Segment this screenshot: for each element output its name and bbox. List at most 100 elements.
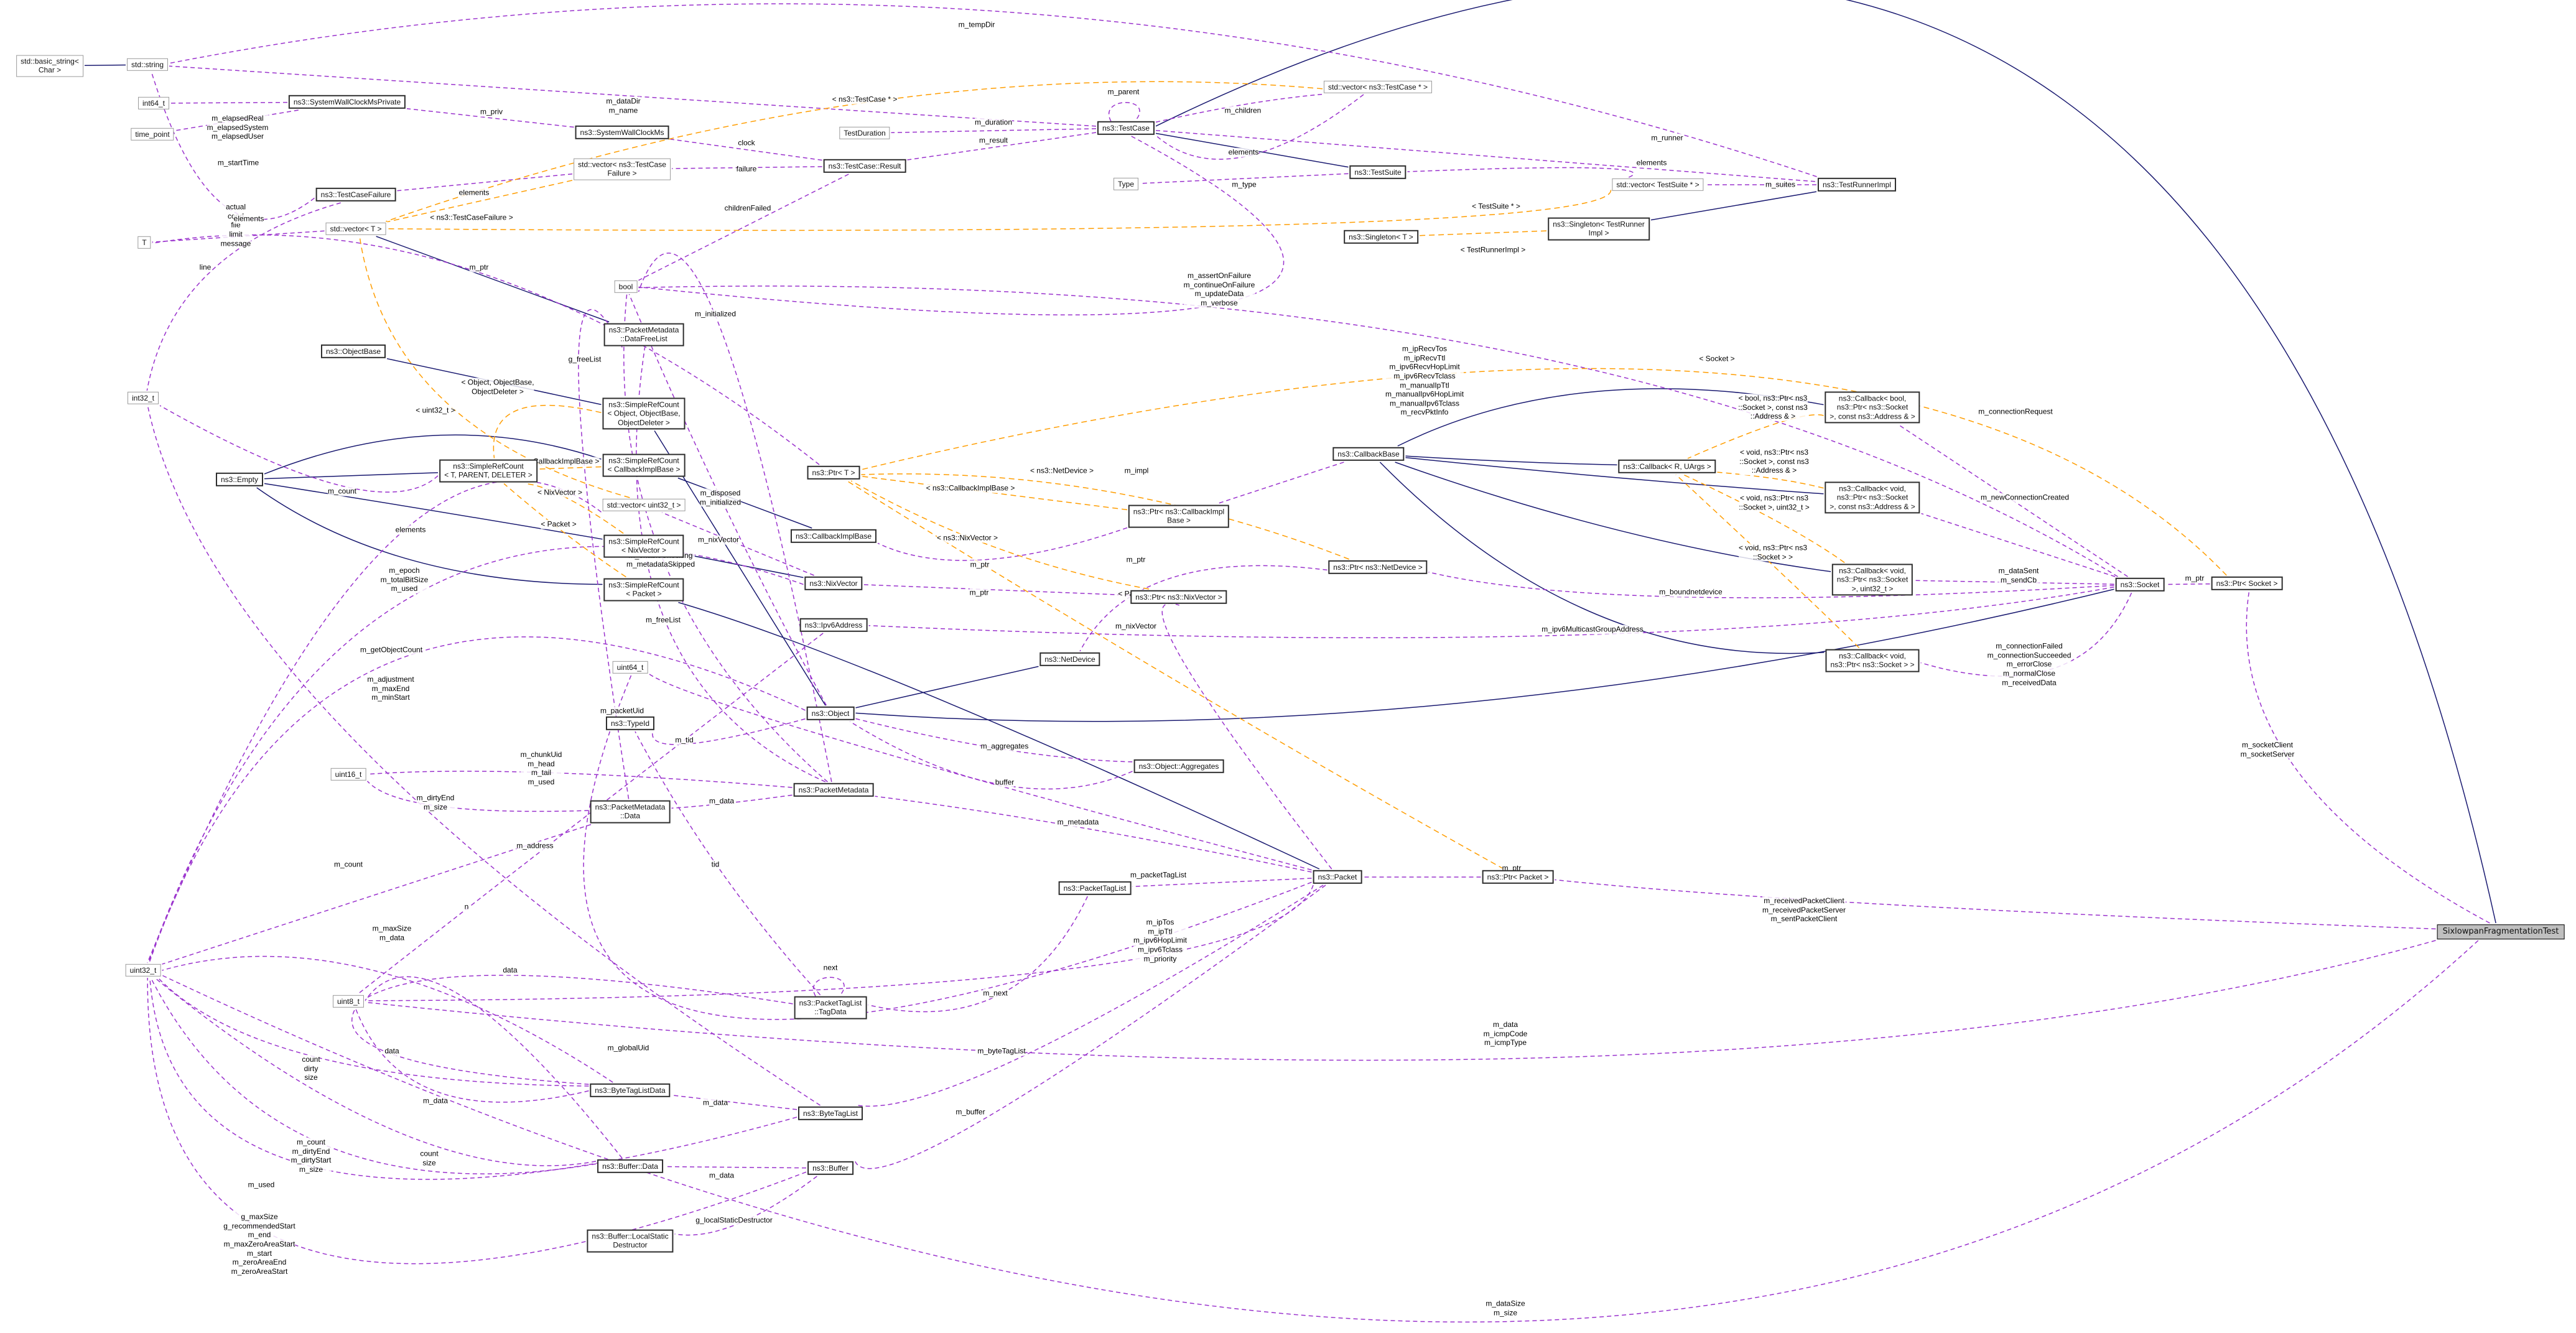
edge-packet-src_pkt xyxy=(678,601,1320,870)
edge-buf_data-uint32_t xyxy=(150,977,597,1174)
node-type[interactable]: Type xyxy=(1113,177,1139,191)
node-callback_r[interactable]: ns3::Callback< R, UArgs > xyxy=(1618,459,1716,474)
edge-srctpd-empty xyxy=(264,472,439,480)
node-src_pkt[interactable]: ns3::SimpleRefCount < Packet > xyxy=(603,578,684,601)
node-testcase[interactable]: ns3::TestCase xyxy=(1097,121,1155,136)
node-cib[interactable]: ns3::CallbackImplBase xyxy=(790,529,877,544)
node-nixvec[interactable]: ns3::NixVector xyxy=(804,576,863,591)
node-ptr_socket[interactable]: ns3::Ptr< Socket > xyxy=(2211,576,2283,591)
node-cb_void[interactable]: ns3::Callback< void, ns3::Ptr< ns3::Sock… xyxy=(1825,649,1920,672)
node-ipv6addr[interactable]: ns3::Ipv6Address xyxy=(799,618,868,633)
edge-ptr_pkt-ptr_t xyxy=(847,480,1504,870)
node-btl_data[interactable]: ns3::ByteTagListData xyxy=(590,1083,671,1098)
node-btl[interactable]: ns3::ByteTagList xyxy=(797,1106,863,1121)
node-cb_void_addr[interactable]: ns3::Callback< void, ns3::Ptr< ns3::Sock… xyxy=(1825,481,1920,514)
node-dfl[interactable]: ns3::PacketMetadata ::DataFreeList xyxy=(603,323,684,346)
node-buf_data[interactable]: ns3::Buffer::Data xyxy=(597,1159,663,1174)
node-int32_t[interactable]: int32_t xyxy=(127,391,159,405)
edge-testcase-vec_tc xyxy=(1155,93,1323,123)
node-testsuite[interactable]: ns3::TestSuite xyxy=(1349,165,1407,180)
node-vec_t[interactable]: std::vector< T > xyxy=(325,222,386,236)
edge-src_nix-empty xyxy=(264,483,603,540)
node-object[interactable]: ns3::Object xyxy=(806,706,855,721)
node-pmdata[interactable]: ns3::PacketMetadata ::Data xyxy=(590,800,671,824)
edge-vec_ts-vec_t xyxy=(387,190,1612,231)
edge-tagdata-typeid xyxy=(635,731,821,996)
edge-packet-ptaglist xyxy=(1132,878,1312,887)
edge-cib-src_cib xyxy=(677,477,812,529)
edge-testcase-std_string xyxy=(169,65,1097,127)
node-singleton_t[interactable]: ns3::Singleton< T > xyxy=(1344,230,1418,244)
node-bool[interactable]: bool xyxy=(614,280,638,294)
node-lsd[interactable]: ns3::Buffer::LocalStatic Destructor xyxy=(587,1229,674,1253)
edge-btl-int32_t xyxy=(147,405,821,1106)
edge-src_ood-objbase xyxy=(386,358,602,406)
node-empty[interactable]: ns3::Empty xyxy=(215,472,264,487)
node-basic_string[interactable]: std::basic_string< Char > xyxy=(16,55,83,77)
edge-object-aggregates xyxy=(855,718,1133,763)
edge-cb_void_addr-cbase xyxy=(1405,457,1824,495)
edge-callback_r-cbase xyxy=(1405,455,1617,466)
edge-socket-ipv6addr xyxy=(868,587,2114,639)
node-uint8_t[interactable]: uint8_t xyxy=(332,995,365,1008)
node-src_ood[interactable]: ns3::SimpleRefCount < Object, ObjectBase… xyxy=(602,397,686,430)
node-T[interactable]: T xyxy=(137,236,151,249)
edge-cb_bool-cbase xyxy=(1397,388,1824,447)
node-int64_t[interactable]: int64_t xyxy=(137,96,170,110)
node-uint32_t[interactable]: uint32_t xyxy=(125,964,161,977)
node-tc_result[interactable]: ns3::TestCase::Result xyxy=(823,159,906,174)
node-std_string[interactable]: std::string xyxy=(126,58,169,72)
node-ptr_t[interactable]: ns3::Ptr< T > xyxy=(807,465,860,480)
node-vec_tcf[interactable]: std::vector< ns3::TestCase Failure > xyxy=(574,158,671,180)
node-swcm[interactable]: ns3::SystemWallClockMs xyxy=(575,125,669,140)
node-tagdata[interactable]: ns3::PacketTagList ::TagData xyxy=(794,996,867,1019)
node-sixlowpan[interactable]: SixlowpanFragmentationTest xyxy=(2437,924,2565,939)
node-ptr_nix[interactable]: ns3::Ptr< ns3::NixVector > xyxy=(1130,590,1227,605)
node-netdev[interactable]: ns3::NetDevice xyxy=(1039,652,1100,667)
edge-tagdata-tagdata xyxy=(813,977,845,996)
edge-tc_failure-int32_t xyxy=(146,202,341,391)
node-tc_failure[interactable]: ns3::TestCaseFailure xyxy=(315,187,396,202)
node-uint16_t[interactable]: uint16_t xyxy=(330,768,366,781)
edge-pmdata-uint16_t xyxy=(366,781,589,812)
edge-socket-cb_void xyxy=(1920,592,2132,677)
node-ptr_nd[interactable]: ns3::Ptr< ns3::NetDevice > xyxy=(1328,560,1428,575)
node-time_point[interactable]: time_point xyxy=(131,128,174,141)
node-src_cib[interactable]: ns3::SimpleRefCount < CallbackImplBase > xyxy=(602,453,686,477)
edge-socket-cb_void_u32 xyxy=(1913,580,2114,585)
edge-sixlowpan-uint8_t xyxy=(365,940,2436,1061)
node-buffer[interactable]: ns3::Buffer xyxy=(807,1161,853,1176)
node-uint64_t[interactable]: uint64_t xyxy=(612,661,648,674)
node-vec_u32[interactable]: std::vector< uint32_t > xyxy=(602,498,686,512)
node-socket[interactable]: ns3::Socket xyxy=(2115,577,2165,592)
node-src_nix[interactable]: ns3::SimpleRefCount < NixVector > xyxy=(603,534,684,558)
node-aggregates[interactable]: ns3::Object::Aggregates xyxy=(1133,759,1224,774)
node-packet[interactable]: ns3::Packet xyxy=(1313,870,1362,885)
node-duration[interactable]: TestDuration xyxy=(839,126,890,140)
edge-src_pkt-srctpd xyxy=(503,483,626,578)
node-ptr_pkt[interactable]: ns3::Ptr< Packet > xyxy=(1482,870,1554,885)
edge-buf_data-uint8_t xyxy=(365,976,623,1159)
node-vec_ts[interactable]: std::vector< TestSuite * > xyxy=(1612,178,1704,192)
node-runner[interactable]: ns3::TestRunnerImpl xyxy=(1817,177,1897,192)
edge-packet-buffer xyxy=(854,885,1326,1169)
node-cbase[interactable]: ns3::CallbackBase xyxy=(1332,447,1405,462)
node-typeid[interactable]: ns3::TypeId xyxy=(605,716,655,731)
node-singleton_tri[interactable]: ns3::Singleton< TestRunner Impl > xyxy=(1548,217,1650,241)
edge-pmeta-pmdata xyxy=(671,794,793,809)
edge-buffer-uint32_t xyxy=(147,977,807,1265)
edge-runner-singleton_tri xyxy=(1650,191,1817,221)
node-swcm_private[interactable]: ns3::SystemWallClockMsPrivate xyxy=(288,95,406,109)
node-vec_tc[interactable]: std::vector< ns3::TestCase * > xyxy=(1323,80,1433,94)
node-ptaglist[interactable]: ns3::PacketTagList xyxy=(1058,881,1132,896)
node-ptr_cib[interactable]: ns3::Ptr< ns3::CallbackImpl Base > xyxy=(1128,504,1230,528)
edge-socket-object xyxy=(855,588,2114,722)
node-cb_void_u32[interactable]: ns3::Callback< void, ns3::Ptr< ns3::Sock… xyxy=(1831,564,1913,596)
edge-sixlowpan-ptr_socket xyxy=(2246,591,2490,924)
node-pmeta[interactable]: ns3::PacketMetadata xyxy=(793,783,874,797)
node-objbase[interactable]: ns3::ObjectBase xyxy=(320,344,386,359)
node-cb_bool[interactable]: ns3::Callback< bool, ns3::Ptr< ns3::Sock… xyxy=(1825,391,1920,424)
node-srctpd[interactable]: ns3::SimpleRefCount < T, PARENT, DELETER… xyxy=(439,459,537,483)
edge-tc_failure-std_string xyxy=(151,72,315,220)
